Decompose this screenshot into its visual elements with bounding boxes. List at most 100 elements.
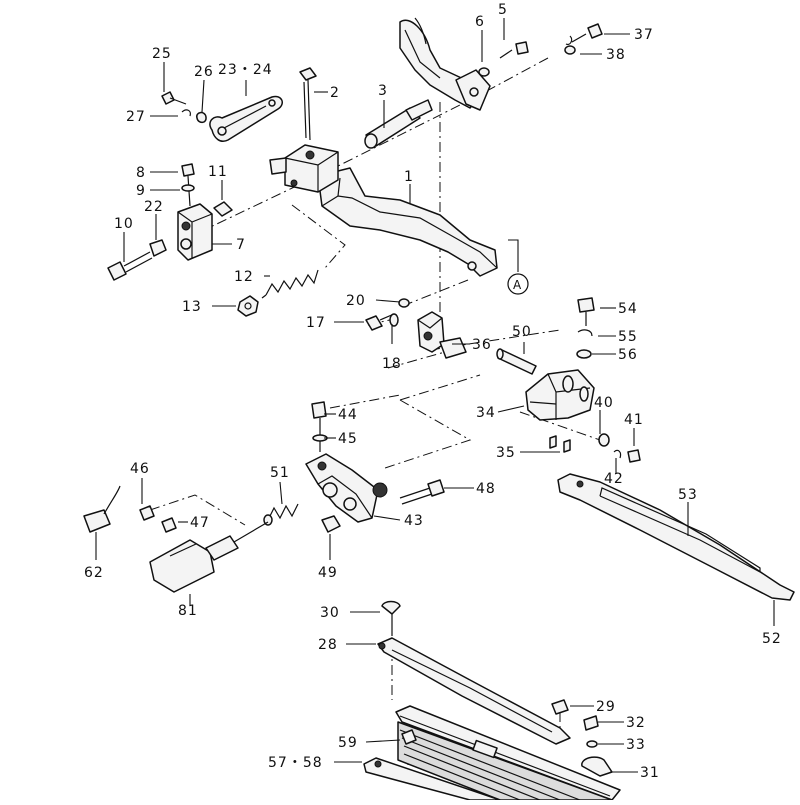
callout-38: 38	[606, 47, 626, 63]
callout-30: 30	[320, 605, 340, 621]
callout-53: 53	[678, 487, 698, 503]
callout-3: 3	[378, 83, 388, 99]
callout-57-58: 57・58	[268, 755, 323, 771]
nut-49	[321, 515, 341, 533]
callout-27: 27	[126, 109, 146, 125]
washer-56	[576, 349, 592, 359]
clip-38	[565, 35, 573, 45]
callout-8: 8	[136, 165, 146, 181]
block-and-shaft	[269, 99, 433, 193]
callout-7: 7	[236, 237, 246, 253]
callout-26: 26	[194, 64, 214, 80]
callout-54: 54	[618, 301, 638, 317]
bracket-34	[525, 369, 595, 421]
callout-55: 55	[618, 329, 638, 345]
callout-1: 1	[404, 169, 414, 185]
callout-44: 44	[338, 407, 358, 423]
cylinder-81	[149, 521, 269, 593]
callout-5: 5	[498, 2, 508, 18]
screw-37	[571, 23, 603, 43]
callout-13: 13	[182, 299, 202, 315]
callout-42: 42	[604, 471, 624, 487]
callout-18: 18	[382, 356, 402, 372]
screw-2	[299, 67, 317, 141]
screw-17	[365, 313, 395, 331]
spring-51	[263, 503, 299, 526]
screw-48	[399, 479, 445, 505]
screw-30	[381, 600, 401, 636]
part-31	[581, 756, 613, 777]
callout-48: 48	[476, 481, 496, 497]
callout-6: 6	[475, 14, 485, 30]
grid-plate	[395, 705, 621, 801]
washer-33	[586, 740, 598, 748]
callout-35: 35	[496, 445, 516, 461]
screw-10	[107, 251, 153, 281]
callout-56: 56	[618, 347, 638, 363]
leader-lines	[95, 18, 775, 773]
clamp-block-7	[177, 203, 213, 261]
callout-2: 2	[330, 85, 340, 101]
callout-49: 49	[318, 565, 338, 581]
callout-46: 46	[130, 461, 150, 477]
pin-50	[496, 348, 537, 375]
washer-26	[196, 111, 207, 124]
callout-A-circle: A	[507, 273, 529, 295]
callout-37: 37	[634, 27, 654, 43]
callout-labels: 5 6 37 38 25 26 23・24 2 3 27 8 11 9 1 10…	[84, 2, 782, 781]
callout-12: 12	[234, 269, 254, 285]
pins-35	[549, 435, 571, 453]
main-lever-arm	[317, 167, 498, 277]
small-screw-25	[161, 91, 187, 105]
fitting-62	[83, 485, 121, 533]
callout-41: 41	[624, 412, 644, 428]
nut-11	[213, 201, 233, 217]
washer-20	[398, 298, 410, 308]
screw-44	[311, 401, 327, 452]
callout-47: 47	[190, 515, 210, 531]
screw-54	[577, 297, 595, 326]
washer-9	[181, 184, 195, 192]
spacer-22	[149, 239, 167, 257]
callout-11: 11	[208, 164, 228, 180]
callout-22: 22	[144, 199, 164, 215]
clip-27	[181, 109, 191, 117]
machine-frame	[399, 17, 491, 111]
callout-45: 45	[338, 431, 358, 447]
callout-51: 51	[270, 465, 290, 481]
nut-13	[237, 295, 259, 317]
callout-34: 34	[476, 405, 496, 421]
callout-52: 52	[762, 631, 782, 647]
callout-31: 31	[640, 765, 660, 781]
callout-62: 62	[84, 565, 104, 581]
screw-59	[401, 729, 417, 745]
fitting-46	[139, 505, 155, 521]
screw-29	[551, 699, 569, 715]
callout-50: 50	[512, 324, 532, 340]
washer-6	[478, 67, 490, 77]
screw-32	[583, 715, 599, 731]
screw-41	[627, 449, 641, 463]
callout-A: A	[513, 278, 522, 292]
long-rod-53	[557, 473, 795, 601]
callout-59: 59	[338, 735, 358, 751]
screw-5	[499, 41, 529, 59]
callout-10: 10	[114, 216, 134, 232]
callout-23-24: 23・24	[218, 62, 273, 78]
nut-47	[161, 517, 177, 533]
callout-36: 36	[472, 337, 492, 353]
link-plate	[209, 95, 283, 142]
callout-17: 17	[306, 315, 326, 331]
clip-55	[577, 329, 593, 337]
bar-28	[377, 637, 571, 745]
clip-42	[613, 449, 622, 459]
callout-43: 43	[404, 513, 424, 529]
callout-25: 25	[152, 46, 172, 62]
washer-18	[389, 313, 399, 327]
callout-32: 32	[626, 715, 646, 731]
callout-40: 40	[594, 395, 614, 411]
lever-43	[305, 453, 388, 523]
callout-81: 81	[178, 603, 198, 619]
